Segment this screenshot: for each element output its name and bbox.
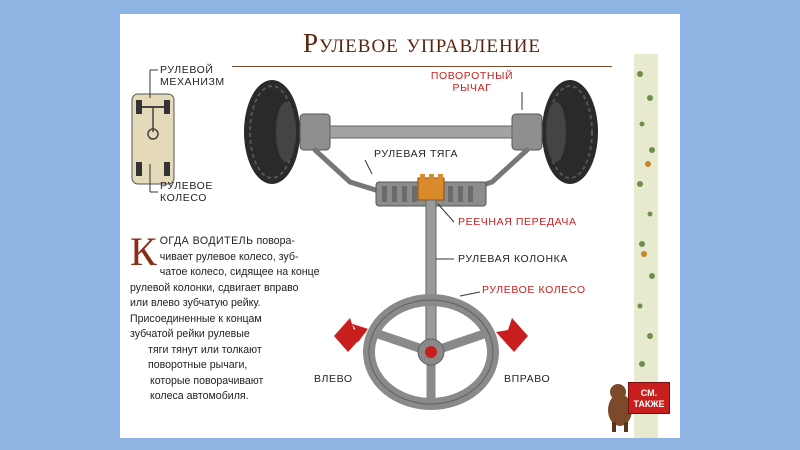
foliage-pattern xyxy=(637,71,655,367)
label-line: КОЛЕСО xyxy=(160,192,208,204)
car-inset-icon xyxy=(131,93,175,185)
label-steering-wheel: РУЛЕВОЕ КОЛЕСО xyxy=(482,284,586,296)
body-line: которые поворачивают xyxy=(150,374,264,387)
label-rack-and-pinion: РЕЕЧНАЯ ПЕРЕДАЧА xyxy=(458,216,577,228)
page-title: Рулевое управление xyxy=(302,28,542,58)
leader-line xyxy=(364,159,373,175)
title-rule xyxy=(232,66,612,67)
body-line: чатое колесо, сидящее на конце xyxy=(159,266,320,278)
body-line-rest: повора- xyxy=(253,235,295,247)
pinion-gear xyxy=(417,174,445,201)
steering-wheel-icon xyxy=(363,294,499,410)
steering-diagram xyxy=(131,69,632,432)
drop-cap: К xyxy=(130,229,157,274)
label-steering-mechanism: РУЛЕВОЙ МЕХАНИЗМ xyxy=(160,64,225,88)
body-line: Присоединенные к концам xyxy=(130,312,262,325)
label-steering-arm: ПОВОРОТНЫЙ РЫЧАГ xyxy=(416,70,528,94)
body-line: колеса автомобиля. xyxy=(150,390,249,402)
label-steering-column: РУЛЕВАЯ КОЛОНКА xyxy=(458,253,568,265)
label-line: РУЛЕВОЕ xyxy=(160,180,214,192)
right-steering-arm xyxy=(511,113,543,151)
steering-column xyxy=(425,199,437,341)
left-tie-rod xyxy=(312,147,385,195)
decorative-border xyxy=(634,54,658,438)
illustration-page: Рулевое управление xyxy=(120,14,680,438)
right-tire xyxy=(542,80,598,184)
label-line: МЕХАНИЗМ xyxy=(160,76,225,88)
leader-line xyxy=(437,203,455,223)
see-also-line: ТАКЖЕ xyxy=(633,399,665,409)
label-left: ВЛЕВО xyxy=(314,373,353,385)
label-steering-wheel-small: РУЛЕВОЕ КОЛЕСО xyxy=(160,180,213,204)
body-line: зубчатой рейки рулевые xyxy=(130,328,250,340)
label-line: РЫЧАГ xyxy=(452,82,492,94)
left-steering-arm xyxy=(299,113,331,151)
leader-line xyxy=(459,291,481,297)
axle-beam xyxy=(329,125,513,139)
label-line: ПОВОРОТНЫЙ xyxy=(430,70,514,82)
lead-caps: ОГДА ВОДИТЕЛЬ xyxy=(159,235,254,247)
arrow-right-icon xyxy=(496,318,528,352)
see-also-line: СМ. xyxy=(640,388,658,398)
label-line: РУЛЕВОЙ xyxy=(160,64,214,76)
label-tie-rod: РУЛЕВАЯ ТЯГА xyxy=(374,148,459,160)
body-line: чивает рулевое колесо, зуб- xyxy=(159,250,299,263)
arrow-left-icon xyxy=(334,318,368,352)
left-tire xyxy=(244,80,300,184)
mascot-icon xyxy=(608,384,632,432)
body-line: ОГДА ВОДИТЕЛЬ повора- xyxy=(130,234,340,250)
body-line: поворотные рычаги, xyxy=(148,359,248,371)
body-line: или влево зубчатую рейку. xyxy=(130,297,261,309)
see-also-badge[interactable]: СМ. ТАКЖЕ xyxy=(628,382,670,414)
label-right: ВПРАВО xyxy=(504,373,551,385)
rack-teeth xyxy=(382,186,473,202)
body-line: рулевой колонки, сдвигает вправо xyxy=(130,281,299,294)
body-line: тяги тянут или толкают xyxy=(148,343,262,356)
description-text: К ОГДА ВОДИТЕЛЬ повора- чивает рулевое к… xyxy=(130,229,340,405)
